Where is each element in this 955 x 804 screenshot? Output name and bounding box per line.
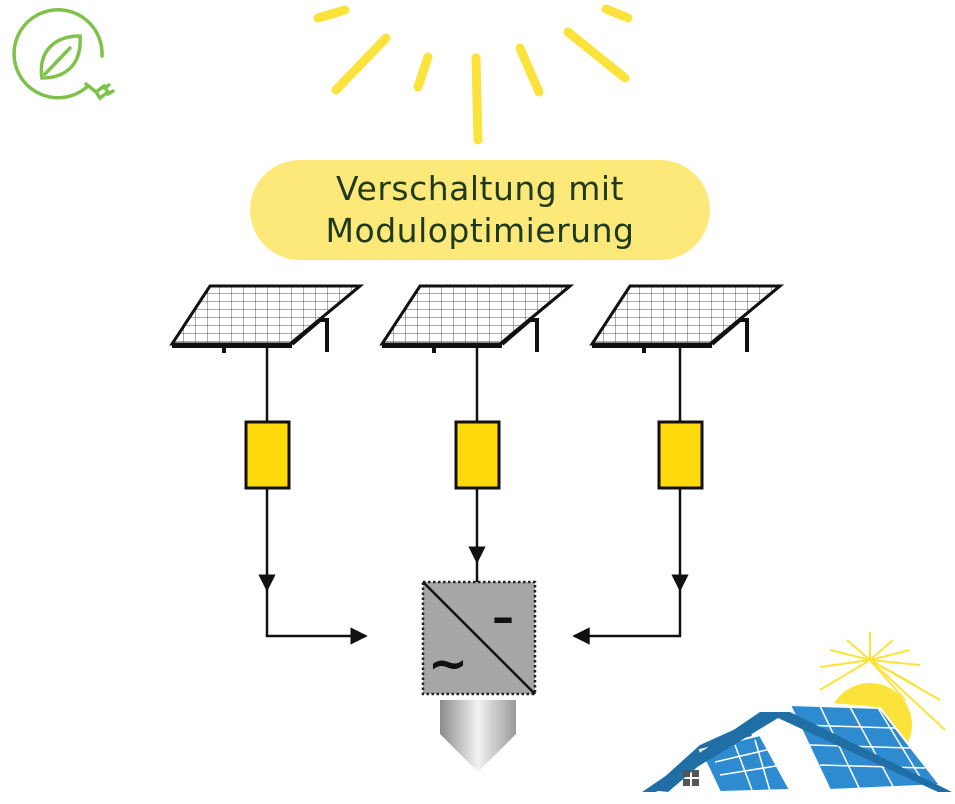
eco-plug-logo-icon: [12, 8, 115, 101]
solar-panel-icon: [379, 284, 575, 353]
title-line-2: Moduloptimierung: [325, 211, 635, 250]
title-banner: Verschaltung mit Moduloptimierung: [250, 160, 710, 260]
solar-panel-icon: [169, 284, 365, 353]
optimizer-icon: [244, 420, 291, 490]
optimizer-icon: [657, 420, 704, 490]
sun-rays-icon: [313, 4, 633, 145]
inverter-icon: – ~: [421, 580, 537, 696]
inverter-ac-symbol: ~: [428, 636, 468, 692]
solar-panel-icon: [589, 284, 785, 353]
output-arrow-icon: [440, 700, 516, 772]
inverter-dc-symbol: –: [492, 592, 514, 643]
wiring: [258, 347, 689, 645]
title-line-1: Verschaltung mit: [336, 169, 624, 208]
house-solar-sun-icon: [642, 632, 952, 794]
optimizer-icon: [454, 420, 501, 490]
